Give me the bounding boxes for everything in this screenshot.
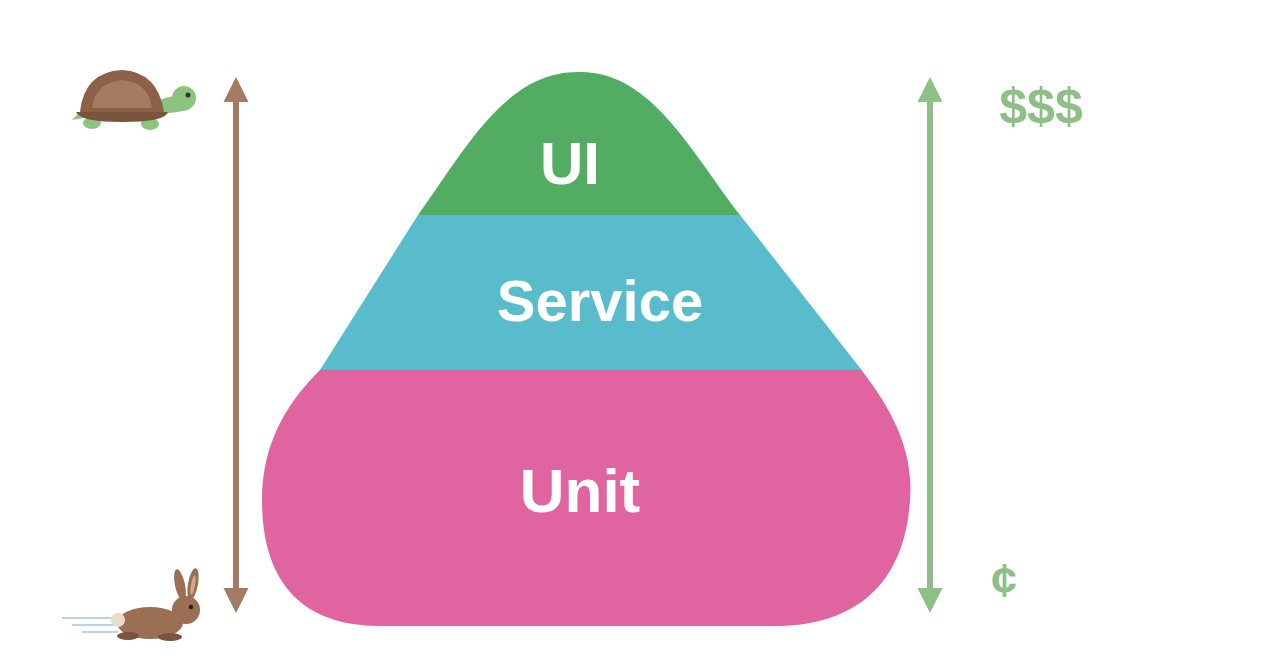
cost-arrow	[927, 82, 933, 608]
band-label: Unit	[520, 460, 641, 522]
band-fill	[262, 370, 910, 626]
service-band: Service	[250, 215, 920, 370]
band-fill	[262, 215, 910, 370]
band-label: UI	[540, 134, 600, 194]
ui-band: UI	[250, 60, 920, 215]
turtle-icon	[72, 70, 196, 130]
cost-low-label: ¢	[991, 557, 1017, 603]
band-label: Service	[497, 272, 703, 330]
band-fill	[262, 72, 910, 215]
cost-high-label: $$$	[999, 81, 1082, 131]
unit-band: Unit	[250, 370, 920, 632]
rabbit-icon	[62, 567, 201, 641]
speed-arrow	[233, 82, 239, 608]
